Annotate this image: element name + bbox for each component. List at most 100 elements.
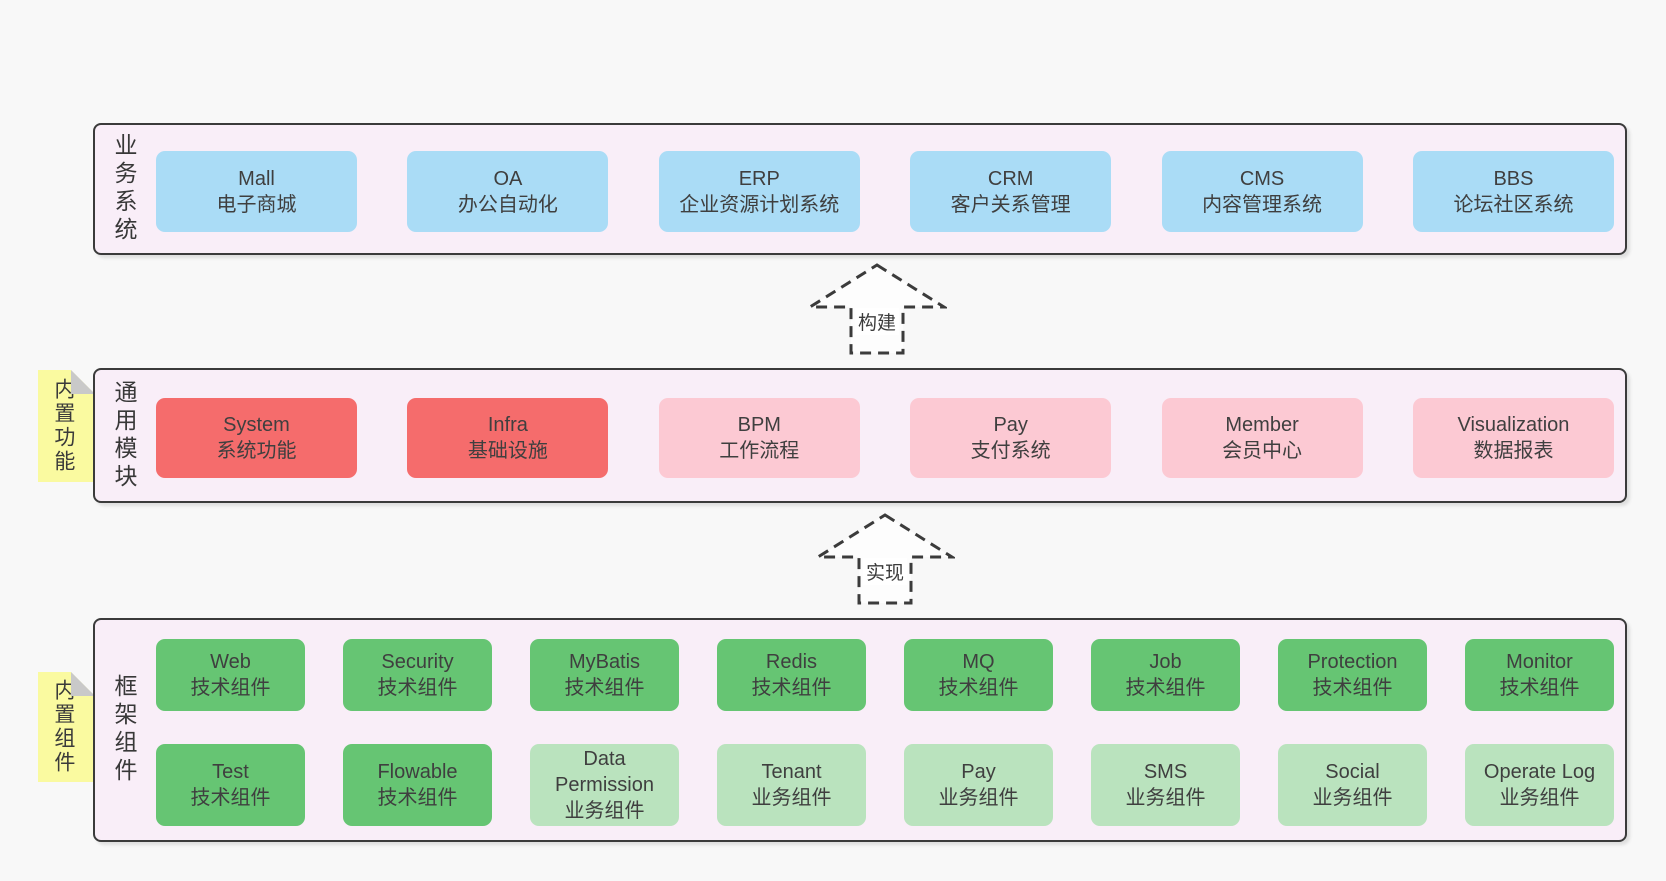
box-subtitle-zh: 电子商城 xyxy=(216,193,297,216)
box-redis: Redis 技术组件 xyxy=(717,639,866,711)
box-title-en: Protection xyxy=(1307,651,1398,673)
box-title-en: Visualization xyxy=(1457,414,1570,436)
box-subtitle-zh: 企业资源计划系统 xyxy=(679,193,840,216)
box-subtitle-zh: 技术组件 xyxy=(190,677,271,699)
box-subtitle-zh: 技术组件 xyxy=(1499,677,1580,699)
box-social: Social 业务组件 xyxy=(1278,744,1427,826)
sticky-note-label: 内置组件 xyxy=(51,679,75,775)
box-sms: SMS 业务组件 xyxy=(1091,744,1240,826)
box-tenant: Tenant 业务组件 xyxy=(717,744,866,826)
arrow-build: 构建 xyxy=(807,262,947,356)
box-subtitle-zh: 业务组件 xyxy=(1125,787,1206,809)
box-subtitle-zh: 技术组件 xyxy=(1312,677,1393,699)
box-title-en: Social xyxy=(1325,761,1380,783)
box-title-en: Member xyxy=(1225,414,1299,436)
box-bbs: BBS 论坛社区系统 xyxy=(1412,151,1614,232)
box-subtitle-zh: 工作流程 xyxy=(719,440,800,462)
box-title-en: Pay xyxy=(961,761,996,783)
box-subtitle-zh: 技术组件 xyxy=(1125,677,1206,699)
box-subtitle-zh: 业务组件 xyxy=(1499,787,1580,809)
box-mq: MQ 技术组件 xyxy=(904,639,1053,711)
box-subtitle-zh: 论坛社区系统 xyxy=(1453,193,1574,216)
box-title-en: SMS xyxy=(1143,761,1188,783)
box-subtitle-zh: 数据报表 xyxy=(1473,440,1554,462)
arrow-label: 实现 xyxy=(862,558,908,585)
box-title-en: BPM xyxy=(737,414,781,436)
box-oa: OA 办公自动化 xyxy=(407,151,609,232)
box-erp: ERP 企业资源计划系统 xyxy=(658,151,860,232)
box-title-en: Flowable xyxy=(377,761,458,783)
box-subtitle-zh: 技术组件 xyxy=(564,677,645,699)
box-title-en: Mall xyxy=(238,167,275,190)
layer-title: 通用模块 xyxy=(111,379,137,492)
box-web: Web 技术组件 xyxy=(156,639,305,711)
box-pay: Pay 支付系统 xyxy=(910,398,1112,478)
box-title-en: Job xyxy=(1149,651,1182,673)
box-title-en: CMS xyxy=(1239,167,1285,190)
box-subtitle-zh: 会员中心 xyxy=(1222,440,1303,462)
business-boxes-row: Mall 电子商城 OA 办公自动化 ERP 企业资源计划系统 CRM 客户关系管理 CMS 内容… xyxy=(156,151,1614,232)
box-member: Member 会员中心 xyxy=(1161,398,1363,478)
box-title-en: Test xyxy=(212,761,249,783)
box-mybatis: MyBatis 技术组件 xyxy=(530,639,679,711)
box-subtitle-zh: 客户关系管理 xyxy=(950,193,1071,216)
box-subtitle-zh: 业务组件 xyxy=(938,787,1019,809)
arrow-implement: 实现 xyxy=(815,512,955,606)
box-title-en: BBS xyxy=(1493,167,1534,190)
box-title-en: CRM xyxy=(987,167,1034,190)
box-title-en: OA xyxy=(493,167,523,190)
box-job: Job 技术组件 xyxy=(1091,639,1240,711)
box-title-en: Tenant xyxy=(761,761,822,783)
box-subtitle-zh: 技术组件 xyxy=(377,677,458,699)
sticky-fold-icon xyxy=(71,672,95,696)
box-pay: Pay 业务组件 xyxy=(904,744,1053,826)
box-infra: Infra 基础设施 xyxy=(407,398,609,478)
box-flowable: Flowable 技术组件 xyxy=(343,744,492,826)
box-subtitle-zh: 技术组件 xyxy=(751,677,832,699)
box-data-permission: Data Permission 业务组件 xyxy=(530,744,679,826)
box-title-en: Infra xyxy=(487,414,528,436)
box-subtitle-zh: 业务组件 xyxy=(751,787,832,809)
box-subtitle-zh: 系统功能 xyxy=(216,440,297,462)
box-subtitle-zh: 办公自动化 xyxy=(457,193,558,216)
box-mall: Mall 电子商城 xyxy=(156,151,357,232)
box-bpm: BPM 工作流程 xyxy=(658,398,860,478)
layer-business-systems: 业务系统 Mall 电子商城 OA 办公自动化 ERP 企业资源计划系统 CRM 客户关系管理… xyxy=(93,123,1627,255)
box-title-en: ERP xyxy=(738,167,780,190)
box-title-en: Redis xyxy=(765,651,818,673)
layer-title: 业务系统 xyxy=(111,133,137,245)
arrow-label: 构建 xyxy=(854,308,900,335)
box-crm: CRM 客户关系管理 xyxy=(910,151,1112,232)
sticky-fold-icon xyxy=(71,370,95,394)
box-title-en: Pay xyxy=(993,414,1028,436)
box-protection: Protection 技术组件 xyxy=(1278,639,1427,711)
box-security: Security 技术组件 xyxy=(343,639,492,711)
box-title-en: Web xyxy=(210,651,251,673)
box-title-en: MQ xyxy=(962,651,995,673)
box-subtitle-zh: 内容管理系统 xyxy=(1202,193,1323,216)
box-subtitle-zh: 技术组件 xyxy=(938,677,1019,699)
layer-title: 框架组件 xyxy=(111,674,137,786)
box-subtitle-zh: 业务组件 xyxy=(564,800,645,822)
box-subtitle-zh: 基础设施 xyxy=(467,440,548,462)
box-subtitle-zh: 业务组件 xyxy=(1312,787,1393,809)
box-cms: CMS 内容管理系统 xyxy=(1161,151,1363,232)
box-subtitle-zh: 技术组件 xyxy=(377,787,458,809)
box-operate-log: Operate Log 业务组件 xyxy=(1465,744,1614,826)
box-subtitle-zh: 支付系统 xyxy=(970,440,1051,462)
box-title-en: Monitor xyxy=(1506,651,1573,673)
sticky-note-built-in-components: 内置组件 xyxy=(38,672,95,782)
box-title-en: MyBatis xyxy=(568,651,641,673)
box-title-en: Security xyxy=(381,651,454,673)
box-monitor: Monitor 技术组件 xyxy=(1465,639,1614,711)
box-title-en: Data Permission xyxy=(555,748,654,796)
box-title-en: Operate Log xyxy=(1483,761,1596,783)
sticky-note-label: 内置功能 xyxy=(51,378,75,474)
